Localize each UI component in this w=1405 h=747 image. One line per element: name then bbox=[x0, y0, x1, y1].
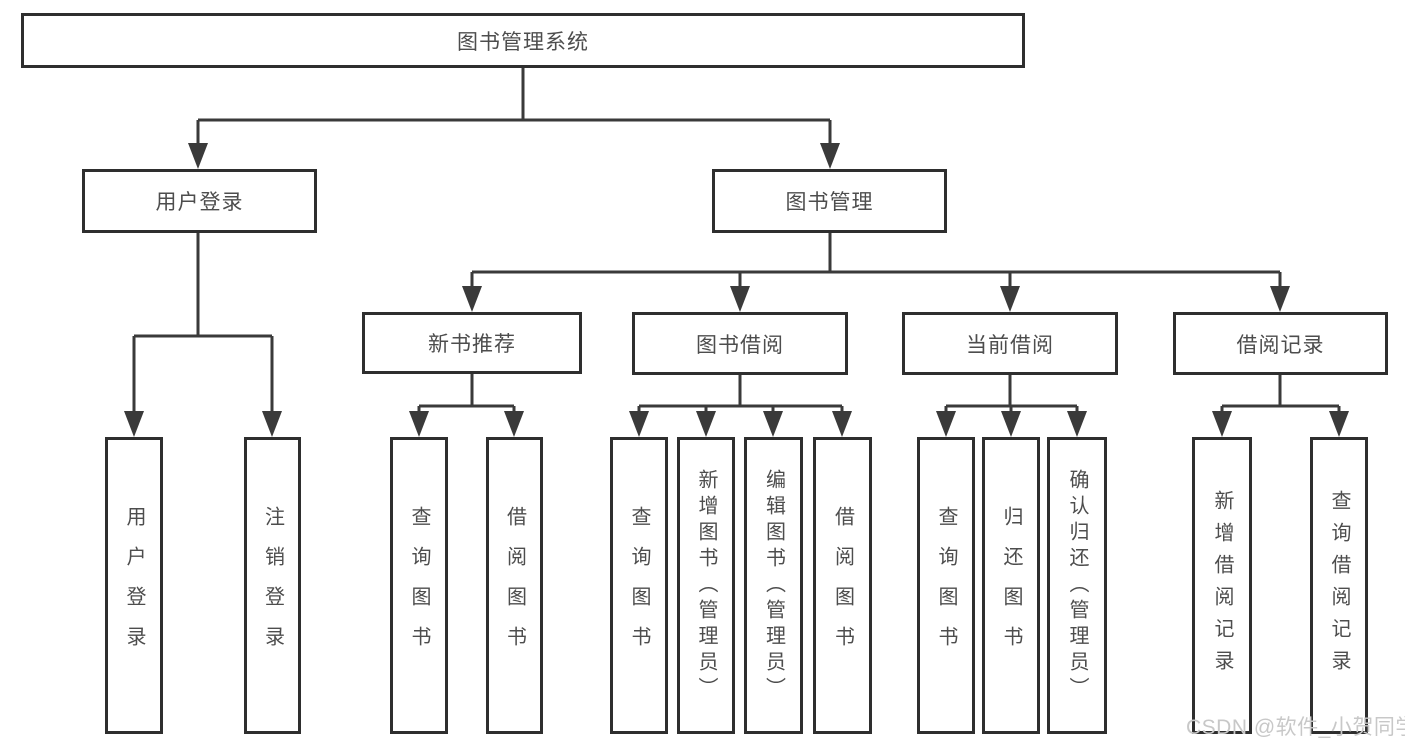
node-label: 借阅图书 bbox=[831, 505, 854, 666]
node-label: 图书管理 bbox=[785, 191, 874, 214]
node-leaf-query-books-recommend: 查询图书 bbox=[390, 437, 448, 734]
node-label: 确认归还（管理员） bbox=[1066, 468, 1088, 703]
node-user-login: 用户登录 bbox=[82, 169, 317, 233]
node-label: 查询图书 bbox=[935, 505, 957, 666]
node-label: 借阅记录 bbox=[1236, 333, 1325, 357]
node-label: 新增图书（管理员） bbox=[695, 468, 717, 703]
node-leaf-logout: 注销登录 bbox=[244, 437, 301, 734]
node-label: 查询图书 bbox=[628, 505, 650, 666]
node-book-management-system: 图书管理系统 bbox=[21, 13, 1025, 68]
csdn-watermark: CSDN @软件_小贺同学 bbox=[1186, 716, 1405, 739]
node-book-management: 图书管理 bbox=[712, 169, 947, 233]
edge-borrowing-records-children bbox=[1212, 375, 1349, 437]
node-leaf-add-books-admin: 新增图书（管理员） bbox=[677, 437, 735, 734]
edge-book-borrowing-children bbox=[629, 375, 852, 437]
node-label: 查询图书 bbox=[408, 505, 430, 666]
node-label: 图书借阅 bbox=[696, 333, 784, 357]
node-leaf-confirm-return-admin: 确认归还（管理员） bbox=[1047, 437, 1107, 734]
node-label: 当前借阅 bbox=[966, 333, 1054, 357]
node-label: 借阅图书 bbox=[503, 505, 526, 666]
node-leaf-query-books-borrow: 查询图书 bbox=[610, 437, 668, 734]
node-leaf-edit-books-admin: 编辑图书（管理员） bbox=[744, 437, 803, 734]
node-current-borrowing: 当前借阅 bbox=[902, 312, 1118, 375]
node-leaf-query-books-current: 查询图书 bbox=[917, 437, 975, 734]
node-label: 新增借阅记录 bbox=[1211, 489, 1233, 682]
node-borrowing-records: 借阅记录 bbox=[1173, 312, 1388, 375]
node-label: 查询借阅记录 bbox=[1328, 489, 1350, 682]
node-label: 归还图书 bbox=[1000, 505, 1022, 666]
node-leaf-borrow-books-recommend: 借阅图书 bbox=[486, 437, 543, 734]
node-book-borrowing: 图书借阅 bbox=[632, 312, 848, 375]
node-label: 用户登录 bbox=[123, 505, 145, 666]
node-leaf-add-borrow-record: 新增借阅记录 bbox=[1192, 437, 1252, 734]
node-new-book-recommend: 新书推荐 bbox=[362, 312, 582, 374]
edge-current-borrowing-children bbox=[936, 375, 1087, 437]
node-leaf-user-login: 用户登录 bbox=[105, 437, 163, 734]
node-label: 用户登录 bbox=[155, 191, 244, 214]
node-leaf-borrow-books: 借阅图书 bbox=[813, 437, 872, 734]
edge-user-login-children bbox=[124, 233, 282, 437]
node-leaf-return-books: 归还图书 bbox=[982, 437, 1040, 734]
edge-book-management-children bbox=[462, 233, 1290, 312]
node-leaf-query-borrow-record: 查询借阅记录 bbox=[1310, 437, 1368, 734]
node-label: 注销登录 bbox=[261, 505, 284, 666]
node-label: 编辑图书（管理员） bbox=[762, 468, 785, 703]
node-label: 新书推荐 bbox=[428, 333, 516, 356]
node-label: 图书管理系统 bbox=[457, 30, 589, 54]
edge-root-to-level1 bbox=[188, 68, 840, 169]
edge-new-book-recommend-children bbox=[409, 374, 524, 437]
